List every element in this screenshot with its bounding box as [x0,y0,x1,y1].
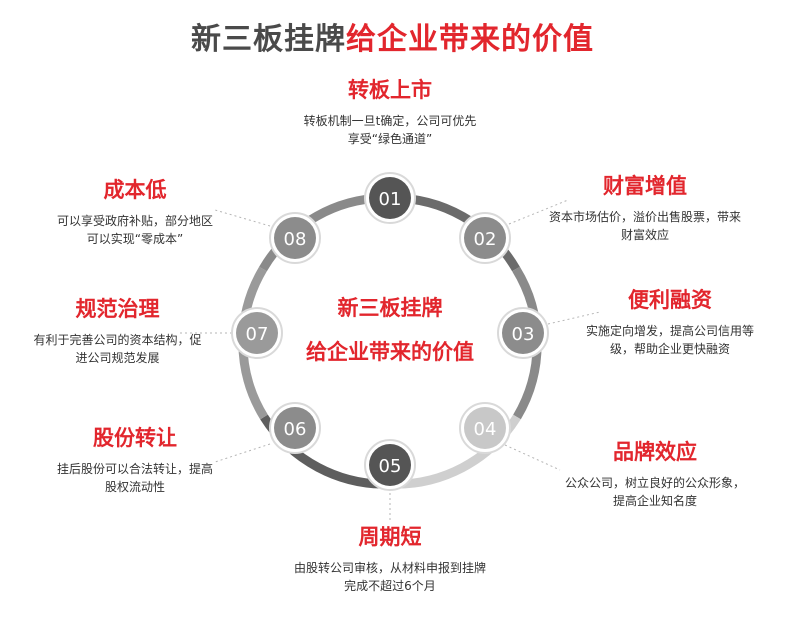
node-circle [464,217,506,259]
item-description: 可以享受政府补贴，部分地区 可以实现“零成本” [20,212,250,248]
desc-line-1: 资本市场估价，溢价出售股票，带来 [548,210,741,224]
node-number: 05 [379,456,402,477]
item-description: 实施定向增发，提高公司信用等 级，帮助企业更快融资 [560,322,780,358]
node-circle [464,407,506,449]
item-04: 品牌效应 公众公司，树立良好的公众形象， 提高企业知名度 [540,438,770,510]
node-circle [502,312,544,354]
item-02: 财富增值 资本市场估价，溢价出售股票，带来 财富效应 [515,172,775,244]
item-description: 公众公司，树立良好的公众形象， 提高企业知名度 [540,474,770,510]
item-03: 便利融资 实施定向增发，提高公司信用等 级，帮助企业更快融资 [560,286,780,358]
node-02: 02 [459,212,511,264]
item-05: 周期短 由股转公司审核，从材料申报到挂牌 完成不超过6个月 [265,523,515,595]
node-number: 07 [246,324,269,345]
item-08: 成本低 可以享受政府补贴，部分地区 可以实现“零成本” [20,176,250,248]
desc-line-1: 可以享受政府补贴，部分地区 [56,214,213,228]
node-number: 06 [284,419,307,440]
item-heading: 品牌效应 [613,440,697,464]
page-title: 新三板挂牌给企业带来的价值 [0,14,785,58]
node-number: 01 [379,189,402,210]
item-heading: 转板上市 [348,78,432,102]
node-number: 02 [474,229,497,250]
item-heading: 周期短 [358,525,422,549]
item-description: 挂后股份可以合法转让，提高 股权流动性 [20,460,250,496]
desc-line-2: 享受“绿色通道” [347,132,433,146]
desc-line-2: 进公司规范发展 [75,351,160,365]
desc-line-2: 级，帮助企业更快融资 [609,342,730,356]
connector-line [508,199,569,225]
node-circle [369,177,411,219]
desc-line-2: 完成不超过6个月 [344,579,436,593]
node-08: 08 [269,212,321,264]
desc-line-1: 转板机制一旦t确定，公司可优先 [303,114,477,128]
desc-line-2: 股权流动性 [104,480,165,494]
desc-line-1: 由股转公司审核，从材料申报到挂牌 [293,561,486,575]
item-heading: 规范治理 [75,297,160,321]
node-04: 04 [459,402,511,454]
title-part-1: 新三板挂牌 [191,22,346,57]
item-heading: 财富增值 [603,174,687,198]
node-number: 04 [474,419,497,440]
node-circle [236,312,278,354]
connector-line [547,311,601,325]
node-circle [369,444,411,486]
node-01: 01 [364,172,416,224]
node-06: 06 [269,402,321,454]
node-07: 07 [231,307,283,359]
node-circle [274,407,316,449]
title-part-2: 给企业带来的价值 [346,22,594,57]
desc-line-2: 财富效应 [620,228,669,242]
item-01: 转板上市 转板机制一旦t确定，公司可优先 享受“绿色通道” [270,76,510,148]
item-heading: 股份转让 [93,426,177,450]
item-description: 由股转公司审核，从材料申报到挂牌 完成不超过6个月 [265,559,515,595]
desc-line-1: 公众公司，树立良好的公众形象， [564,476,745,490]
item-07: 规范治理 有利于完善公司的资本结构，促 进公司规范发展 [5,295,230,367]
node-05: 05 [364,439,416,491]
desc-line-2: 提高企业知名度 [612,494,697,508]
item-description: 资本市场估价，溢价出售股票，带来 财富效应 [515,208,775,244]
item-06: 股份转让 挂后股份可以合法转让，提高 股权流动性 [20,424,250,496]
item-description: 转板机制一旦t确定，公司可优先 享受“绿色通道” [270,112,510,148]
desc-line-1: 实施定向增发，提高公司信用等 [585,324,754,338]
node-number: 03 [512,324,535,345]
center-line-1: 新三板挂牌 [337,296,443,320]
node-number: 08 [284,229,307,250]
connector-line [504,444,561,471]
item-heading: 便利融资 [628,288,712,312]
node-03: 03 [497,307,549,359]
desc-line-2: 可以实现“零成本” [86,232,184,246]
item-heading: 成本低 [103,178,167,202]
item-description: 有利于完善公司的资本结构，促 进公司规范发展 [5,331,230,367]
center-line-2: 给企业带来的价值 [306,340,474,364]
node-circle [274,217,316,259]
desc-line-1: 挂后股份可以合法转让，提高 [56,462,213,476]
desc-line-1: 有利于完善公司的资本结构，促 [33,333,202,347]
